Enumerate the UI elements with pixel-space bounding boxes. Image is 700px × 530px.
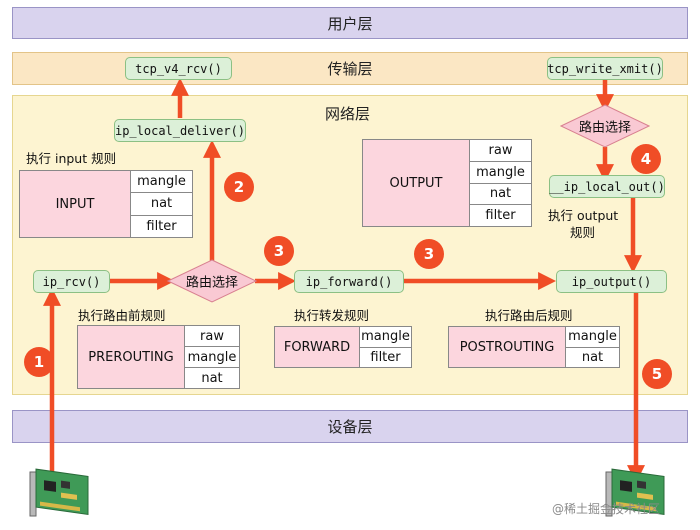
table-cell: filter bbox=[146, 218, 177, 234]
ip-local-deliver-box: ip_local_deliver() bbox=[114, 119, 246, 142]
step-badge-1: 1 bbox=[24, 347, 54, 377]
nic-in-icon bbox=[29, 468, 89, 517]
table-cell: mangle bbox=[360, 327, 411, 348]
prerouting-chain-name: PREROUTING bbox=[77, 325, 185, 389]
output-routing-label: 路由选择 bbox=[578, 120, 632, 136]
table-cell: nat bbox=[581, 349, 604, 365]
forward-chain-name: FORWARD bbox=[274, 326, 360, 368]
table-cell: mangle bbox=[131, 171, 192, 194]
tcp-v4-rcv-box: tcp_v4_rcv() bbox=[125, 57, 232, 80]
input-routing-diamond bbox=[167, 259, 257, 303]
transport-layer-title: 传输层 bbox=[327, 60, 373, 78]
output-chain-caption-line1: 执行 output bbox=[548, 208, 619, 223]
step-badge-2: 2 bbox=[224, 172, 254, 202]
table-cell: nat bbox=[131, 193, 192, 216]
prerouting-chain-caption: 执行路由前规则 bbox=[78, 308, 166, 323]
output-chain: OUTPUT raw mangle nat filter bbox=[362, 139, 532, 227]
ip-output-box: ip_output() bbox=[556, 270, 667, 293]
table-cell: raw bbox=[185, 326, 239, 347]
input-routing-label: 路由选择 bbox=[185, 275, 239, 291]
forward-chain-tables: mangle filter bbox=[360, 326, 412, 368]
step-badge-5: 5 bbox=[642, 359, 672, 389]
tcp-write-xmit-box: tcp_write_xmit() bbox=[547, 57, 663, 80]
input-chain-tables: mangle nat filter bbox=[131, 170, 193, 238]
prerouting-chain: PREROUTING raw mangle nat bbox=[77, 325, 240, 389]
input-chain-caption: 执行 input 规则 bbox=[26, 151, 117, 166]
ip-local-out-box: __ip_local_out() bbox=[549, 175, 665, 198]
step-badge-4: 4 bbox=[631, 144, 661, 174]
postrouting-chain: POSTROUTING mangle nat bbox=[448, 326, 620, 368]
step-badge-3b: 3 bbox=[414, 239, 444, 269]
ip-rcv-box: ip_rcv() bbox=[33, 270, 110, 293]
output-chain-caption-line2: 规则 bbox=[570, 225, 596, 240]
user-layer: 用户层 bbox=[12, 7, 688, 39]
table-cell: filter bbox=[370, 349, 401, 365]
table-cell: nat bbox=[470, 184, 531, 206]
postrouting-chain-tables: mangle nat bbox=[566, 326, 620, 368]
table-cell: raw bbox=[470, 140, 531, 162]
watermark: @稀土掘金技术社区 bbox=[552, 502, 661, 516]
table-cell: mangle bbox=[185, 347, 239, 368]
user-layer-title: 用户层 bbox=[327, 14, 373, 33]
table-cell: filter bbox=[485, 208, 516, 224]
device-layer: 设备层 bbox=[12, 410, 688, 443]
input-chain-name: INPUT bbox=[19, 170, 131, 238]
forward-chain: FORWARD mangle filter bbox=[274, 326, 412, 368]
output-chain-tables: raw mangle nat filter bbox=[470, 139, 532, 227]
table-cell: mangle bbox=[566, 327, 619, 348]
prerouting-chain-tables: raw mangle nat bbox=[185, 325, 240, 389]
forward-chain-caption: 执行转发规则 bbox=[294, 308, 370, 323]
output-chain-name: OUTPUT bbox=[362, 139, 470, 227]
postrouting-chain-caption: 执行路由后规则 bbox=[485, 308, 573, 323]
network-layer-title: 网络层 bbox=[325, 105, 371, 123]
ip-forward-box: ip_forward() bbox=[294, 270, 404, 293]
nic-out-icon bbox=[605, 468, 665, 517]
table-cell: mangle bbox=[470, 162, 531, 184]
table-cell: nat bbox=[201, 370, 223, 386]
device-layer-title: 设备层 bbox=[327, 418, 373, 436]
output-routing-diamond bbox=[560, 104, 650, 148]
postrouting-chain-name: POSTROUTING bbox=[448, 326, 566, 368]
step-badge-3a: 3 bbox=[264, 236, 294, 266]
input-chain: INPUT mangle nat filter bbox=[19, 170, 193, 238]
